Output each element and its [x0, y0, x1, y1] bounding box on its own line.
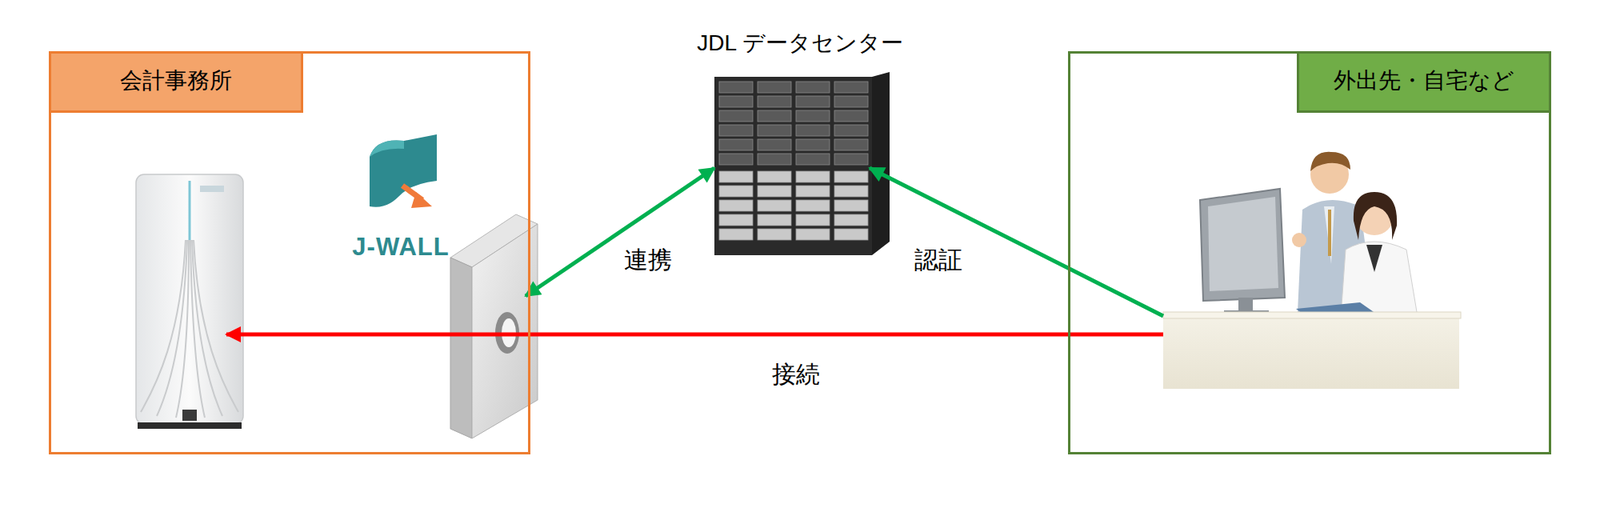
firewall-wall: [450, 214, 538, 439]
jwall-logo-icon: [369, 134, 437, 208]
connector-label: 連携: [620, 245, 676, 275]
office-region: 会計事務所: [48, 51, 531, 455]
remote-region: 外出先・自宅など: [1068, 51, 1552, 455]
connector-arrow: [226, 332, 1164, 337]
server-tower: [136, 174, 244, 429]
datacenter-server: JDL データセンター: [687, 28, 913, 260]
server-rack: [714, 72, 890, 256]
product-logo-text: J-WALL: [352, 232, 449, 262]
region-heading: JDL データセンター: [692, 28, 908, 58]
connector-arrow: [869, 168, 1164, 316]
region-heading: 会計事務所: [51, 53, 304, 113]
connector-label: 接続: [768, 360, 824, 389]
connector-arrow: [525, 168, 715, 296]
connector-label: 認証: [911, 245, 966, 275]
region-heading: 外出先・自宅など: [1296, 53, 1549, 113]
remote-workers: [1163, 152, 1461, 389]
